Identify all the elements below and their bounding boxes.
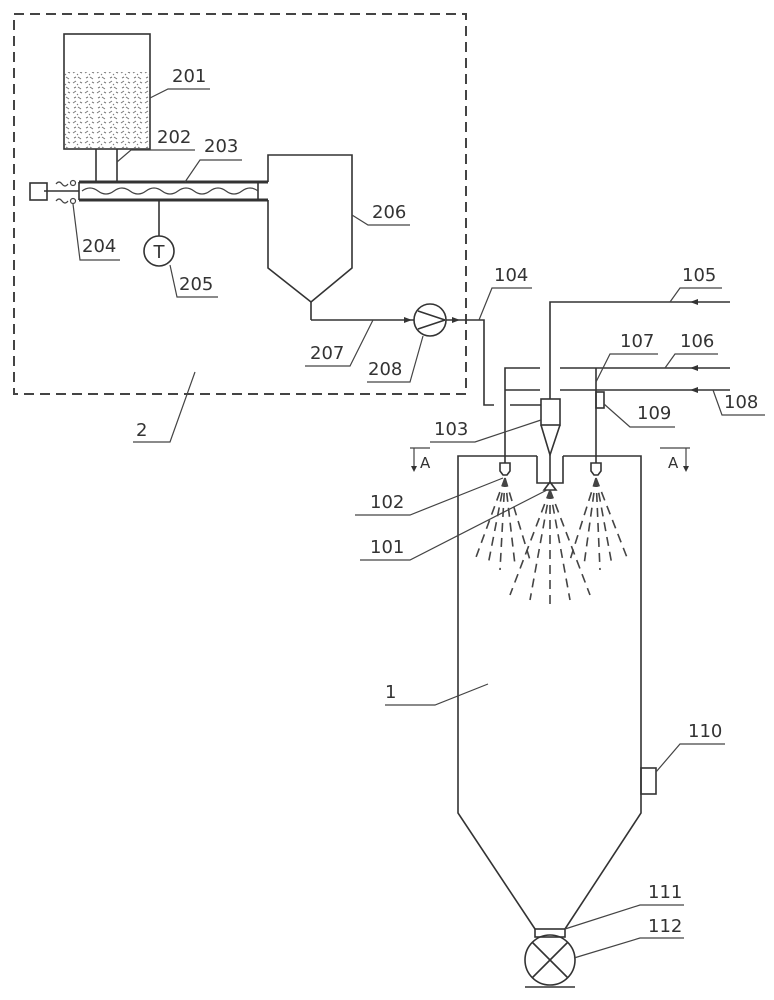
- label-105: 105: [682, 265, 716, 286]
- label-110: 110: [688, 721, 722, 742]
- section-mark-left: A: [410, 447, 431, 472]
- heater-terminals: [55, 179, 77, 205]
- part-labels: 201 202 203 204 205 206 207 208 104 105 …: [82, 66, 758, 937]
- label-203: 203: [204, 136, 238, 157]
- section-label-right: A: [668, 454, 679, 472]
- label-202: 202: [157, 127, 191, 148]
- label-108: 108: [724, 392, 758, 413]
- label-205: 205: [179, 274, 213, 295]
- side-port: [640, 767, 657, 795]
- collector-vessel: [267, 154, 353, 320]
- subsystem-boundary: [13, 13, 467, 395]
- label-207: 207: [310, 343, 344, 364]
- label-107: 107: [620, 331, 654, 352]
- spray-nozzles: [499, 462, 602, 476]
- label-2: 2: [136, 420, 147, 441]
- label-206: 206: [372, 202, 406, 223]
- label-201: 201: [172, 66, 206, 87]
- label-208: 208: [368, 359, 402, 380]
- label-112: 112: [648, 916, 682, 937]
- label-101: 101: [370, 537, 404, 558]
- label-103: 103: [434, 419, 468, 440]
- atomizer: [540, 398, 561, 491]
- thermometer: T: [143, 200, 175, 267]
- motor-box: [29, 182, 48, 201]
- label-104: 104: [494, 265, 528, 286]
- label-109: 109: [637, 403, 671, 424]
- air-lines: [504, 365, 730, 463]
- leader-lines: [72, 88, 765, 959]
- label-102: 102: [370, 492, 404, 513]
- label-1: 1: [385, 682, 396, 703]
- spray-pattern: [474, 477, 629, 605]
- pump: [413, 303, 447, 337]
- feed-neck: [95, 149, 118, 183]
- thermometer-symbol: T: [153, 242, 166, 263]
- section-mark-right: A: [660, 447, 690, 472]
- label-204: 204: [82, 236, 116, 257]
- rotary-valve: [524, 934, 576, 988]
- section-label-left: A: [420, 454, 431, 472]
- label-106: 106: [680, 331, 714, 352]
- feed-hopper: [63, 33, 151, 150]
- feed-line: [479, 319, 494, 406]
- outlet-flange: [534, 928, 566, 938]
- label-111: 111: [648, 882, 682, 903]
- screw-conveyor: [44, 180, 268, 202]
- drying-tower: [457, 455, 642, 930]
